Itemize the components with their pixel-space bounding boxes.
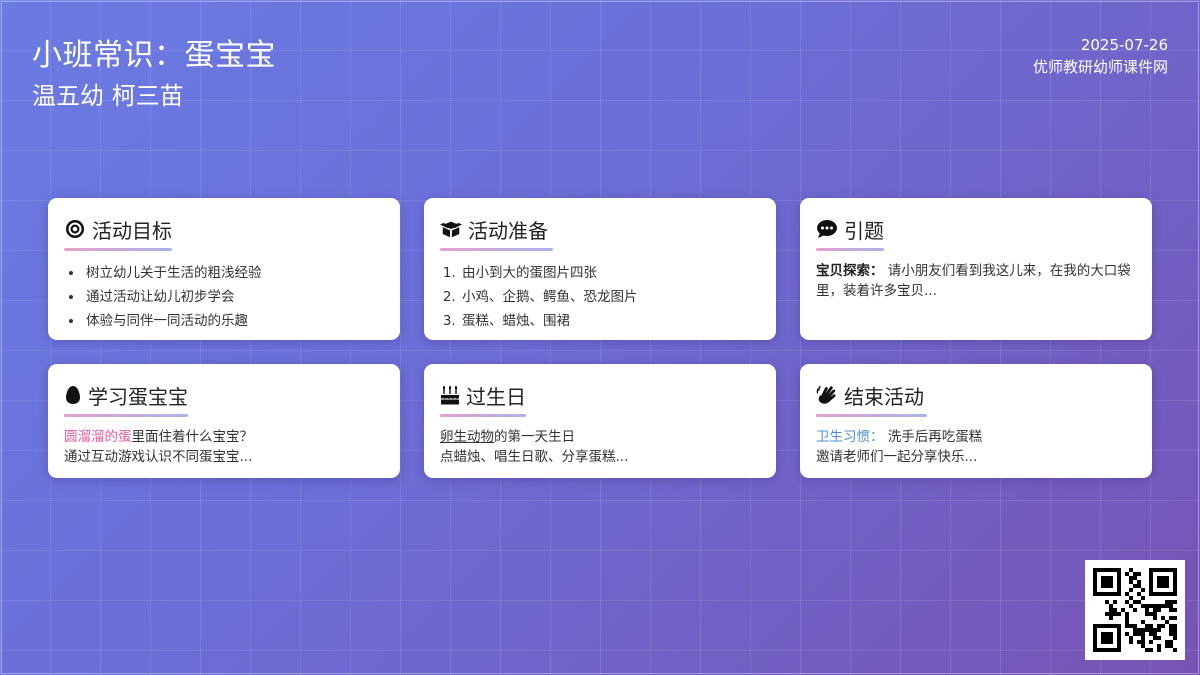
list-item: 蛋糕、蜡烛、围裙	[460, 309, 760, 333]
card-title: 引题	[844, 218, 884, 243]
page-subtitle: 温五幼 柯三苗	[32, 82, 184, 110]
site-name: 优师教研幼师课件网	[1032, 58, 1168, 76]
qr-code-icon	[1093, 568, 1177, 652]
title-underline	[816, 414, 927, 417]
card-title: 过生日	[466, 384, 526, 409]
prep-list: 由小到大的蛋图片四张 小鸡、企鹅、鳄鱼、恐龙图片 蛋糕、蜡烛、围裙	[440, 261, 760, 333]
card-birthday: 过生日 卵生动物的第一天生日 点蜡烛、唱生日歌、分享蛋糕...	[424, 364, 776, 478]
card-end: 结束活动 卫生习惯： 洗手后再吃蛋糕 邀请老师们一起分享快乐...	[800, 364, 1152, 478]
card-body: 宝贝探索： 请小朋友们看到我这儿来，在我的大口袋里，装着许多宝贝...	[816, 261, 1136, 301]
title-underline	[64, 248, 172, 251]
card-intro: 引题 宝贝探索： 请小朋友们看到我这儿来，在我的大口袋里，装着许多宝贝...	[800, 198, 1152, 340]
end-line-1-rest: 洗手后再吃蛋糕	[887, 429, 983, 445]
goals-list: 树立幼儿关于生活的粗浅经验 通过活动让幼儿初步学会 体验与同伴一同活动的乐趣	[64, 261, 384, 333]
learn-line-2: 通过互动游戏认识不同蛋宝宝...	[64, 449, 253, 465]
learn-line-1-rest: 里面住着什么宝宝？	[131, 429, 254, 445]
target-icon	[64, 218, 86, 240]
title-underline	[440, 248, 553, 251]
qr-code	[1085, 560, 1185, 660]
egg-icon	[64, 384, 82, 406]
birthday-line-1-rest: 的第一天生日	[494, 429, 575, 445]
list-item: 小鸡、企鹅、鳄鱼、恐龙图片	[460, 285, 760, 309]
card-body: 树立幼儿关于生活的粗浅经验 通过活动让幼儿初步学会 体验与同伴一同活动的乐趣	[64, 261, 384, 333]
page-title: 小班常识：蛋宝宝	[32, 38, 276, 73]
card-header: 学习蛋宝宝	[64, 380, 384, 410]
box-icon	[440, 218, 462, 240]
end-line-1: 卫生习惯： 洗手后再吃蛋糕	[816, 427, 1136, 447]
learn-line-1: 圆溜溜的蛋里面住着什么宝宝？	[64, 427, 384, 447]
card-body: 圆溜溜的蛋里面住着什么宝宝？ 通过互动游戏认识不同蛋宝宝...	[64, 427, 384, 467]
intro-text: 请小朋友们看到我这儿来，在我的大口袋里，装着许多宝贝...	[816, 263, 1131, 299]
end-line-2: 邀请老师们一起分享快乐...	[816, 449, 978, 465]
birthday-line-2: 点蜡烛、唱生日歌、分享蛋糕...	[440, 449, 629, 465]
card-header: 过生日	[440, 380, 760, 410]
card-prep: 活动准备 由小到大的蛋图片四张 小鸡、企鹅、鳄鱼、恐龙图片 蛋糕、蜡烛、围裙	[424, 198, 776, 340]
header-meta: 2025-07-26 优师教研幼师课件网	[1033, 34, 1168, 78]
card-header: 引题	[816, 214, 1136, 244]
end-label: 卫生习惯：	[816, 429, 884, 445]
card-body: 卵生动物的第一天生日 点蜡烛、唱生日歌、分享蛋糕...	[440, 427, 760, 467]
card-title: 结束活动	[844, 384, 924, 409]
list-item: 由小到大的蛋图片四张	[460, 261, 760, 285]
date-text: 2025-07-26	[1080, 36, 1168, 54]
intro-label: 宝贝探索：	[816, 263, 884, 279]
title-underline	[816, 248, 884, 251]
card-goals: 活动目标 树立幼儿关于生活的粗浅经验 通过活动让幼儿初步学会 体验与同伴一同活动…	[48, 198, 400, 340]
card-header: 结束活动	[816, 380, 1136, 410]
card-learn: 学习蛋宝宝 圆溜溜的蛋里面住着什么宝宝？ 通过互动游戏认识不同蛋宝宝...	[48, 364, 400, 478]
speech-bubble-icon	[816, 218, 838, 240]
card-title: 活动目标	[92, 218, 172, 243]
card-body: 由小到大的蛋图片四张 小鸡、企鹅、鳄鱼、恐龙图片 蛋糕、蜡烛、围裙	[440, 261, 760, 333]
list-item: 通过活动让幼儿初步学会	[84, 285, 384, 309]
cake-icon	[440, 384, 460, 406]
card-header: 活动准备	[440, 214, 760, 244]
card-header: 活动目标	[64, 214, 384, 244]
card-title: 活动准备	[468, 218, 548, 243]
learn-highlight: 圆溜溜的蛋	[64, 429, 132, 445]
card-body: 卫生习惯： 洗手后再吃蛋糕 邀请老师们一起分享快乐...	[816, 427, 1136, 467]
title-underline	[64, 414, 188, 417]
list-item: 体验与同伴一同活动的乐趣	[84, 309, 384, 333]
title-underline	[440, 414, 526, 417]
birthday-underlined: 卵生动物	[440, 429, 494, 445]
waving-hand-icon	[816, 384, 838, 406]
list-item: 树立幼儿关于生活的粗浅经验	[84, 261, 384, 285]
card-title: 学习蛋宝宝	[88, 384, 188, 409]
birthday-line-1: 卵生动物的第一天生日	[440, 427, 760, 447]
